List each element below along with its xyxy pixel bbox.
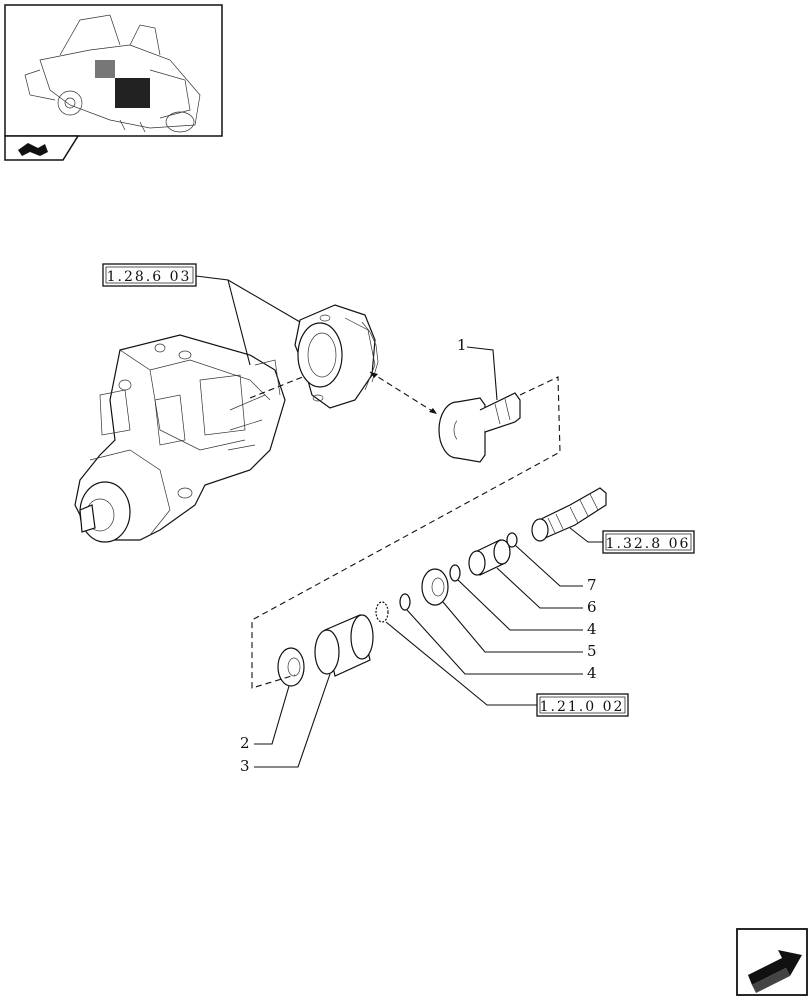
callout-5: 5 [587,642,597,660]
reference-label-top: 1.28.6 03 [107,269,192,285]
callout-3: 3 [240,757,250,775]
reference-label-bottom: 1.21.0 02 [540,699,625,715]
part-2-bearing[interactable] [277,647,305,687]
callout-1: 1 [457,336,467,354]
part-6-sleeve[interactable] [468,539,511,576]
callout-4-upper: 4 [587,620,597,638]
leader-5 [442,601,583,653]
callout-2: 2 [240,734,250,752]
part-3-sleeve[interactable] [314,614,374,677]
leader-2 [254,685,290,745]
part-5-bearing[interactable] [421,568,449,606]
next-page-arrow-icon [748,950,802,993]
leader-3 [254,673,331,768]
dashed-guides [249,371,561,689]
leader-4-lower [406,609,583,675]
section-icon [18,143,48,156]
callout-4-lower: 4 [587,664,597,682]
pump-assembly-drawing [74,334,286,543]
callout-6: 6 [587,598,597,616]
splined-shaft-drawing [531,487,607,542]
reference-label-right: 1.32.8 06 [606,536,691,552]
part-4-ring-lower[interactable] [399,593,411,611]
part-4-ring-upper[interactable] [449,564,461,582]
leader-1 [466,346,498,401]
next-page-button[interactable] [736,928,808,996]
leader-4-upper [457,579,583,631]
thumbnail-panel[interactable] [4,4,223,161]
leader-right [569,527,603,543]
part-7-circlip[interactable] [506,532,518,548]
part-1-gear-shaft[interactable] [438,392,521,463]
reference-box-top[interactable]: 1.28.6 03 [102,263,197,287]
leader-bottom [385,621,537,706]
gear-housing-drawing [294,304,379,409]
reference-box-right[interactable]: 1.32.8 06 [602,530,695,554]
leader-6 [496,567,583,609]
leader-7 [514,544,583,587]
shim-ring[interactable] [375,601,389,623]
leader-top-housing [227,279,301,323]
callout-7: 7 [587,576,597,594]
tractor-thumbnail-icon [24,14,201,133]
reference-box-bottom[interactable]: 1.21.0 02 [536,693,629,717]
